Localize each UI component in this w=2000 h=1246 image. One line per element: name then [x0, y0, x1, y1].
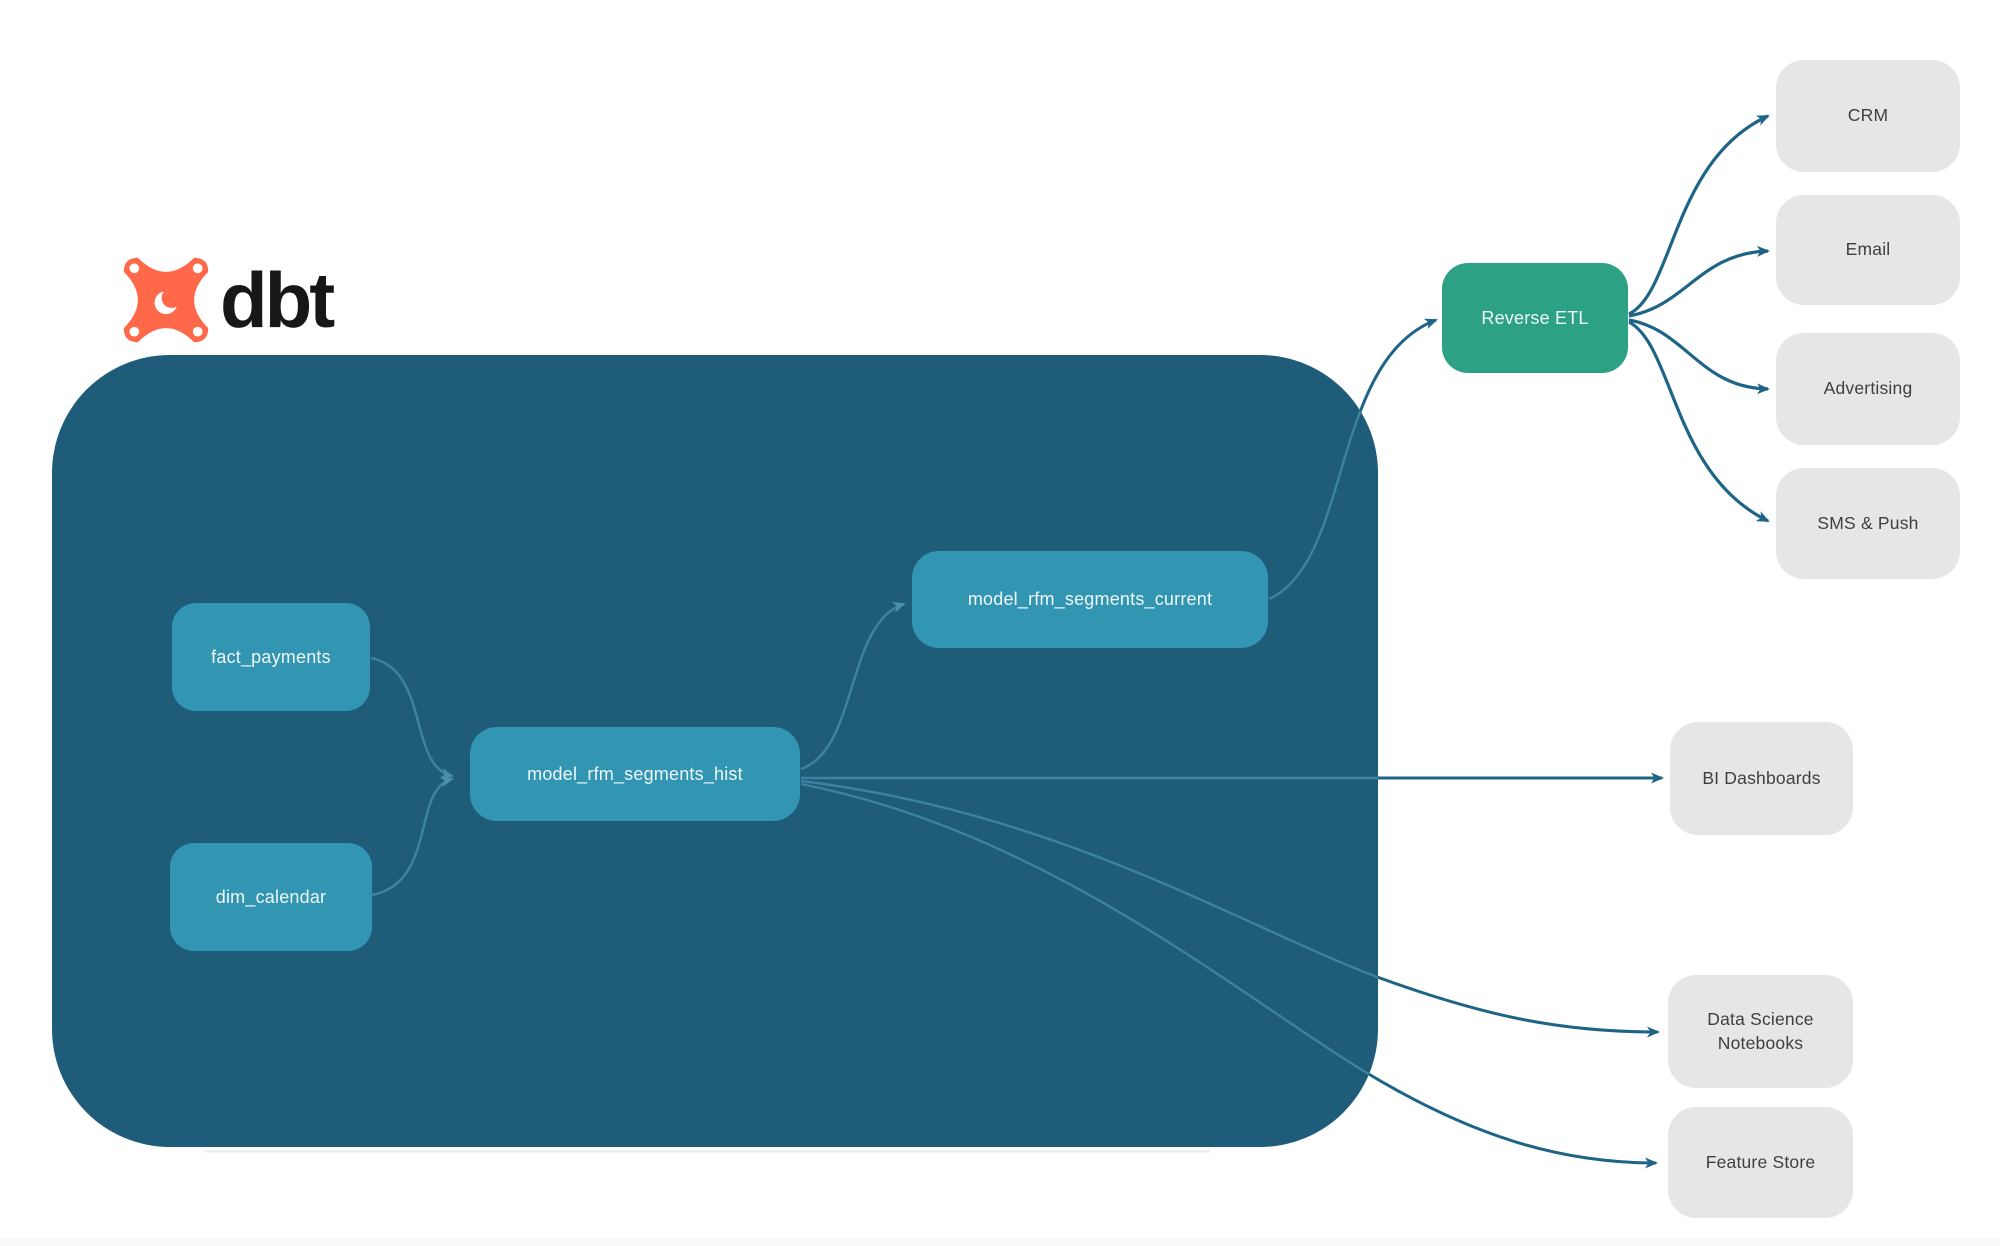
node-sms-push-label: SMS & Push: [1817, 512, 1919, 533]
node-model-rfm-segments-current[interactable]: model_rfm_segments_current: [912, 551, 1268, 648]
node-dim-calendar-label: dim_calendar: [215, 886, 327, 907]
node-fact-payments-label: fact_payments: [211, 646, 331, 667]
dbt-logo-text: dbt: [220, 256, 335, 344]
node-advertising[interactable]: Advertising: [1776, 333, 1960, 445]
node-advertising-label: Advertising: [1823, 378, 1913, 399]
node-data-science-notebooks-label: Data Science Notebooks: [1707, 1008, 1814, 1053]
node-reverse-etl[interactable]: Reverse ETL: [1442, 263, 1628, 373]
node-fact-payments[interactable]: fact_payments: [172, 603, 370, 711]
edge-current-to-reverse-etl: [1268, 318, 1438, 601]
edge-hist-to-notebooks: [800, 779, 1660, 1038]
edge-reverse-etl-to-advertising: [1628, 318, 1770, 395]
edge-reverse-etl-to-sms-push: [1628, 320, 1770, 523]
node-feature-store[interactable]: Feature Store: [1668, 1107, 1853, 1218]
node-crm-label: CRM: [1847, 105, 1889, 126]
node-sms-push[interactable]: SMS & Push: [1776, 468, 1960, 579]
node-feature-store-label: Feature Store: [1705, 1151, 1816, 1172]
edge-dim-calendar-to-hist: [371, 776, 454, 897]
node-model-rfm-segments-hist-label: model_rfm_segments_hist: [527, 763, 743, 784]
node-reverse-etl-label: Reverse ETL: [1481, 307, 1589, 328]
container-shadow-line: [205, 1150, 1210, 1153]
dbt-logo: dbt: [122, 256, 335, 344]
node-crm[interactable]: CRM: [1776, 60, 1960, 172]
node-model-rfm-segments-hist[interactable]: model_rfm_segments_hist: [470, 727, 800, 821]
node-dim-calendar[interactable]: dim_calendar: [170, 843, 372, 951]
edge-reverse-etl-to-email: [1628, 245, 1770, 318]
node-data-science-notebooks[interactable]: Data Science Notebooks: [1668, 975, 1853, 1088]
edge-reverse-etl-to-crm: [1628, 114, 1770, 316]
node-bi-dashboards-label: BI Dashboards: [1702, 767, 1821, 788]
dbt-logo-icon: [123, 257, 209, 343]
edge-fact-payments-to-hist: [370, 656, 454, 779]
bottom-band: [0, 1238, 2000, 1246]
node-email[interactable]: Email: [1776, 195, 1960, 305]
node-email-label: Email: [1845, 239, 1891, 260]
node-bi-dashboards[interactable]: BI Dashboards: [1670, 722, 1853, 835]
edge-hist-to-current: [800, 602, 906, 771]
node-model-rfm-segments-current-label: model_rfm_segments_current: [967, 589, 1213, 610]
edge-hist-to-feature-store: [800, 782, 1658, 1169]
